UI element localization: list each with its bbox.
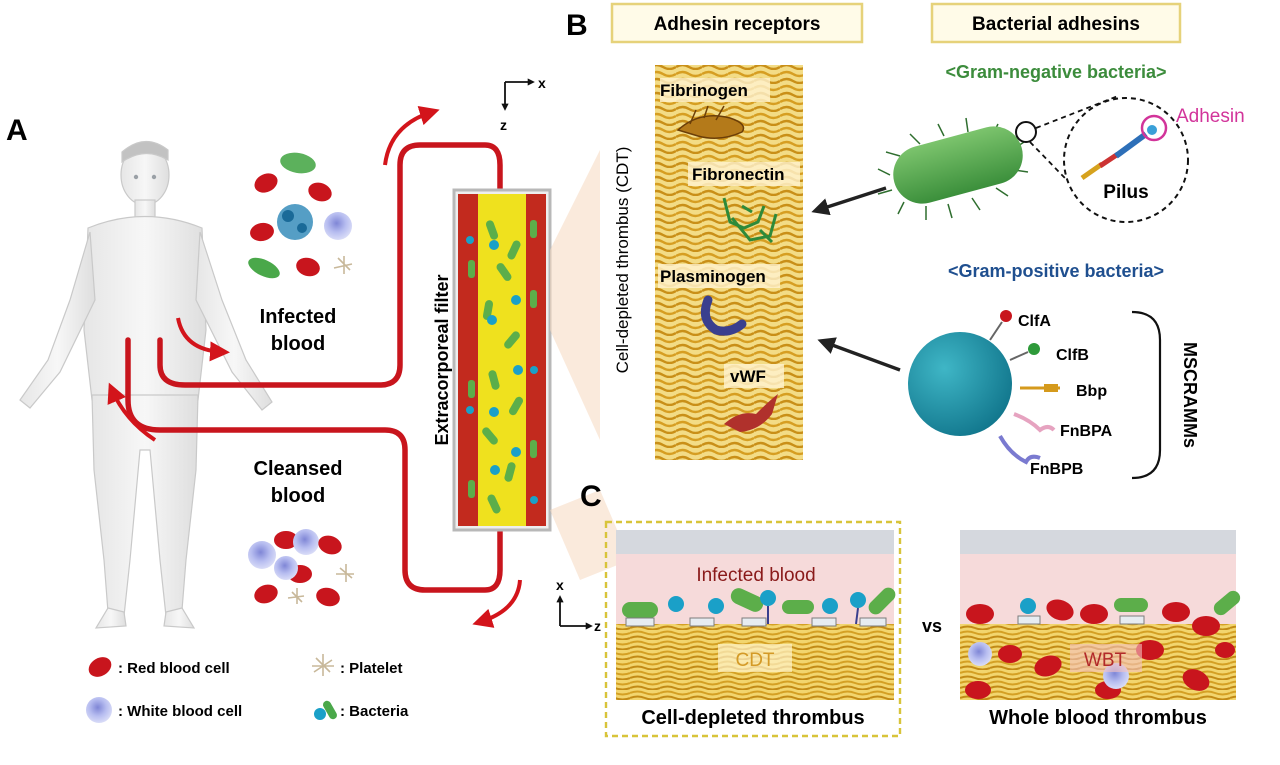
gram-positive-label: <Gram-positive bacteria> (948, 261, 1164, 281)
legend-bacteria: : Bacteria (340, 703, 409, 720)
cleansed-blood-cells (248, 529, 354, 607)
receptor-fibronectin: Fibronectin (692, 165, 785, 184)
filter-axis-x: x (538, 75, 546, 91)
vs-label: vs (922, 616, 942, 636)
cdt-axis-z: z (594, 618, 601, 634)
cdt-vertical-label: Cell-depleted thrombus (CDT) (613, 147, 632, 374)
cdt-axis (556, 595, 593, 630)
receptor-fibrinogen: Fibrinogen (660, 81, 748, 100)
face-features (133, 174, 157, 180)
legend-platelet: : Platelet (340, 660, 403, 677)
legend: : Red blood cell : White blood cell : Pl… (86, 654, 409, 723)
legend-rbc-icon (88, 657, 112, 677)
adhesin-label: Adhesin (1176, 106, 1245, 127)
cleansed-blood-label-1: Cleansed (254, 458, 343, 480)
mscramm-bbp: Bbp (1076, 383, 1107, 400)
panel-c-label: C (580, 480, 602, 513)
legend-rbc: : Red blood cell (118, 660, 230, 677)
cdt-infected-blood-label: Infected blood (696, 565, 815, 586)
infected-blood-cells (248, 152, 353, 279)
receptor-plasminogen: Plasminogen (660, 267, 766, 286)
mscramms-label: MSCRAMMs (1180, 342, 1200, 448)
mscramm-fnbpa: FnBPA (1060, 423, 1113, 440)
mscramm-clfb: ClfB (1056, 347, 1089, 364)
legend-platelet-icon (312, 654, 334, 676)
bacterial-adhesins-header-box (930, 2, 1182, 44)
mscramm-clfa: ClfA (1018, 313, 1051, 330)
cdt-cross-section (616, 530, 896, 700)
zoom-cone-c (550, 490, 630, 580)
wbt-cross-section (960, 530, 1241, 700)
legend-wbc: : White blood cell (118, 703, 242, 720)
wbt-caption: Whole blood thrombus (989, 707, 1207, 729)
mscramms-bracket (1131, 310, 1162, 480)
adhesin-receptors-header-box (610, 2, 864, 44)
blood-tube-circuit (125, 142, 503, 593)
filter-axis (501, 78, 535, 111)
receptor-vwf: vWF (730, 367, 766, 386)
gram-negative-bacterium (877, 117, 1029, 220)
filter-label: Extracorporeal filter (432, 274, 452, 445)
infected-blood-label-2: blood (271, 333, 325, 355)
cdt-dashed-frame (604, 520, 902, 738)
infected-blood-label-1: Infected (260, 306, 337, 328)
plasminogen-molecule-icon (700, 295, 747, 336)
legend-bacteria-rod-icon (323, 700, 337, 720)
pilus-icon (1080, 125, 1157, 181)
cleansed-blood-label-2: blood (271, 485, 325, 507)
gram-positive-coccus (908, 332, 1012, 436)
zoom-cone-b (550, 150, 600, 440)
cdt-caption: Cell-depleted thrombus (641, 707, 864, 729)
filter-axis-z: z (500, 117, 507, 133)
cdt-layer-label: CDT (735, 650, 774, 671)
fibronectin-molecule-icon (722, 197, 778, 244)
vwf-molecule-icon (724, 394, 778, 432)
wbt-layer-label: WBT (1084, 650, 1127, 671)
human-body-illustration (19, 140, 273, 629)
cdt-axis-x: x (556, 577, 564, 593)
gram-positive-mscramms (989, 310, 1060, 465)
pilus-highlight-ring (1015, 121, 1037, 143)
panel-b-label: B (566, 9, 588, 42)
fibrinogen-molecule-icon (676, 105, 745, 139)
panel-a-label: A (6, 114, 28, 147)
legend-bacteria-coccus-icon (314, 708, 326, 720)
legend-wbc-icon (86, 697, 112, 723)
bacterial-adhesins-header: Bacterial adhesins (972, 14, 1140, 35)
pilus-zoom-circle (1063, 97, 1189, 223)
flow-arrows (107, 106, 522, 628)
pilus-label: Pilus (1103, 182, 1148, 203)
extracorporeal-filter (452, 188, 552, 532)
adhesin-highlight-ring (1140, 114, 1168, 142)
adhesin-receptors-header: Adhesin receptors (654, 14, 821, 35)
gram-negative-label: <Gram-negative bacteria> (945, 62, 1166, 82)
binding-arrows (811, 186, 901, 372)
mscramm-fnbpb: FnBPB (1030, 461, 1083, 478)
